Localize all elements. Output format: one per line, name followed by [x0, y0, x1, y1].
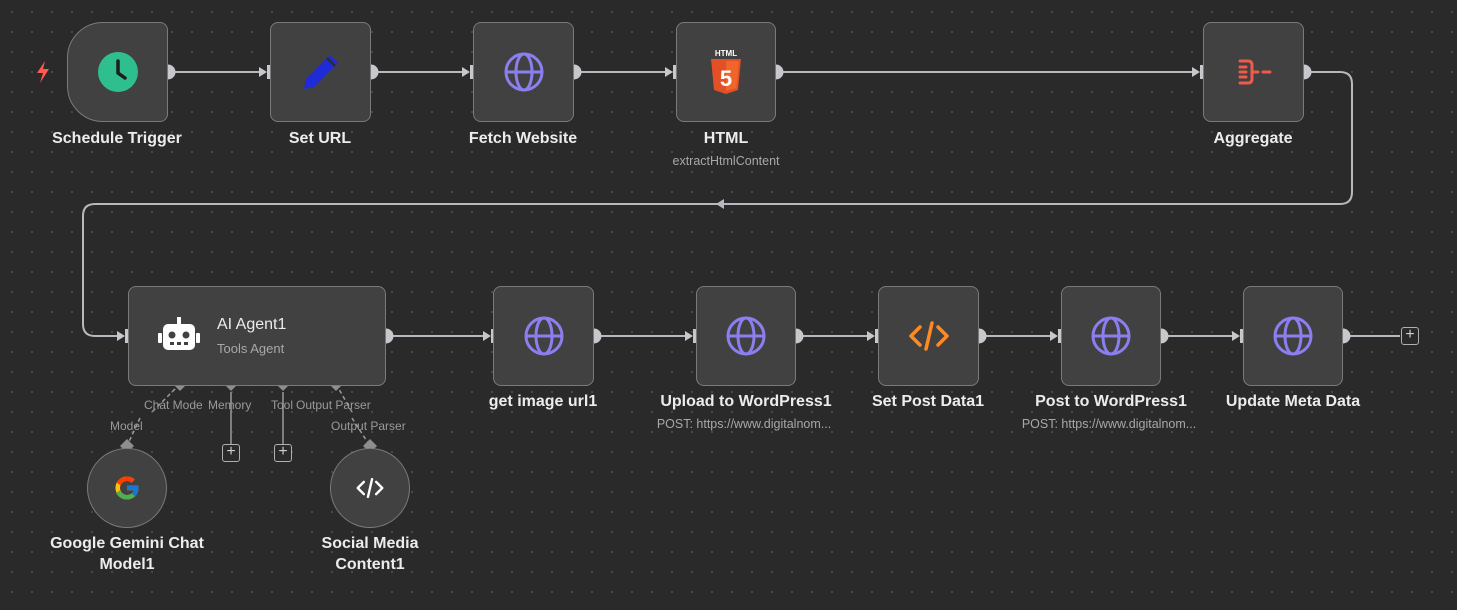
html-node[interactable]: HTML 5	[676, 22, 776, 122]
social-media-content-node[interactable]	[330, 448, 410, 528]
upload-wordpress-subtitle: POST: https://www.digitalnom...	[656, 417, 832, 431]
add-memory-button[interactable]: +	[222, 444, 240, 462]
html5-icon: HTML 5	[704, 49, 748, 94]
code-icon	[348, 466, 392, 510]
fetch-website-node[interactable]	[473, 22, 574, 122]
clock-icon	[96, 50, 140, 94]
aggregate-label: Aggregate	[1213, 130, 1293, 147]
globe-icon	[522, 314, 566, 358]
aggregate-node[interactable]	[1203, 22, 1304, 122]
port-label-chat-model: Chat Mode	[144, 398, 203, 412]
schedule-trigger-node[interactable]	[67, 22, 168, 122]
set-url-node[interactable]	[270, 22, 371, 122]
post-wordpress-subtitle: POST: https://www.digitalnom...	[1021, 417, 1197, 431]
code-icon	[907, 314, 951, 358]
set-post-data-node[interactable]	[878, 286, 979, 386]
aggregate-icon	[1232, 50, 1276, 94]
upload-wordpress-label: Upload to WordPress1	[660, 393, 832, 410]
get-image-url-node[interactable]	[493, 286, 594, 386]
ai-agent-node[interactable]: AI Agent1 Tools Agent	[128, 286, 386, 386]
schedule-trigger-label: Schedule Trigger	[52, 130, 182, 147]
output-parser-connector-label: Output Parser	[331, 419, 406, 433]
ai-agent-subtitle: Tools Agent	[217, 341, 285, 356]
update-meta-data-label: Update Meta Data	[1225, 393, 1361, 410]
html-label: HTML	[703, 130, 749, 147]
port-label-memory: Memory	[208, 398, 252, 412]
upload-wordpress-node[interactable]	[696, 286, 796, 386]
svg-text:HTML: HTML	[715, 49, 737, 58]
gemini-label-line1: Google Gemini Chat	[50, 535, 204, 552]
social-media-label-line2: Content1	[335, 556, 405, 573]
post-wordpress-node[interactable]	[1061, 286, 1161, 386]
ai-agent-title: AI Agent1	[217, 316, 287, 333]
robot-icon	[157, 315, 201, 359]
trigger-bolt-icon	[37, 61, 49, 83]
fetch-website-label: Fetch Website	[468, 130, 578, 147]
update-meta-data-node[interactable]	[1243, 286, 1343, 386]
add-tool-button[interactable]: +	[274, 444, 292, 462]
gemini-label-line2: Model1	[99, 556, 155, 573]
port-label-output-parser: Output Parser	[296, 398, 371, 412]
port-label-tool: Tool	[271, 398, 294, 412]
pencil-icon	[299, 50, 343, 94]
gemini-chat-model-node[interactable]	[87, 448, 167, 528]
model-connector-label: Model	[110, 419, 143, 433]
svg-text:5: 5	[720, 66, 732, 91]
globe-icon	[502, 50, 546, 94]
add-node-button[interactable]: +	[1401, 327, 1419, 345]
set-post-data-label: Set Post Data1	[871, 393, 985, 410]
social-media-label-line1: Social Media	[321, 535, 419, 552]
globe-icon	[1089, 314, 1133, 358]
google-icon	[105, 466, 149, 510]
post-wordpress-label: Post to WordPress1	[1035, 393, 1187, 410]
set-url-label: Set URL	[288, 130, 352, 147]
get-image-url-label: get image url1	[488, 393, 598, 410]
globe-icon	[724, 314, 768, 358]
globe-icon	[1271, 314, 1315, 358]
html-subtitle: extractHtmlContent	[672, 154, 780, 168]
